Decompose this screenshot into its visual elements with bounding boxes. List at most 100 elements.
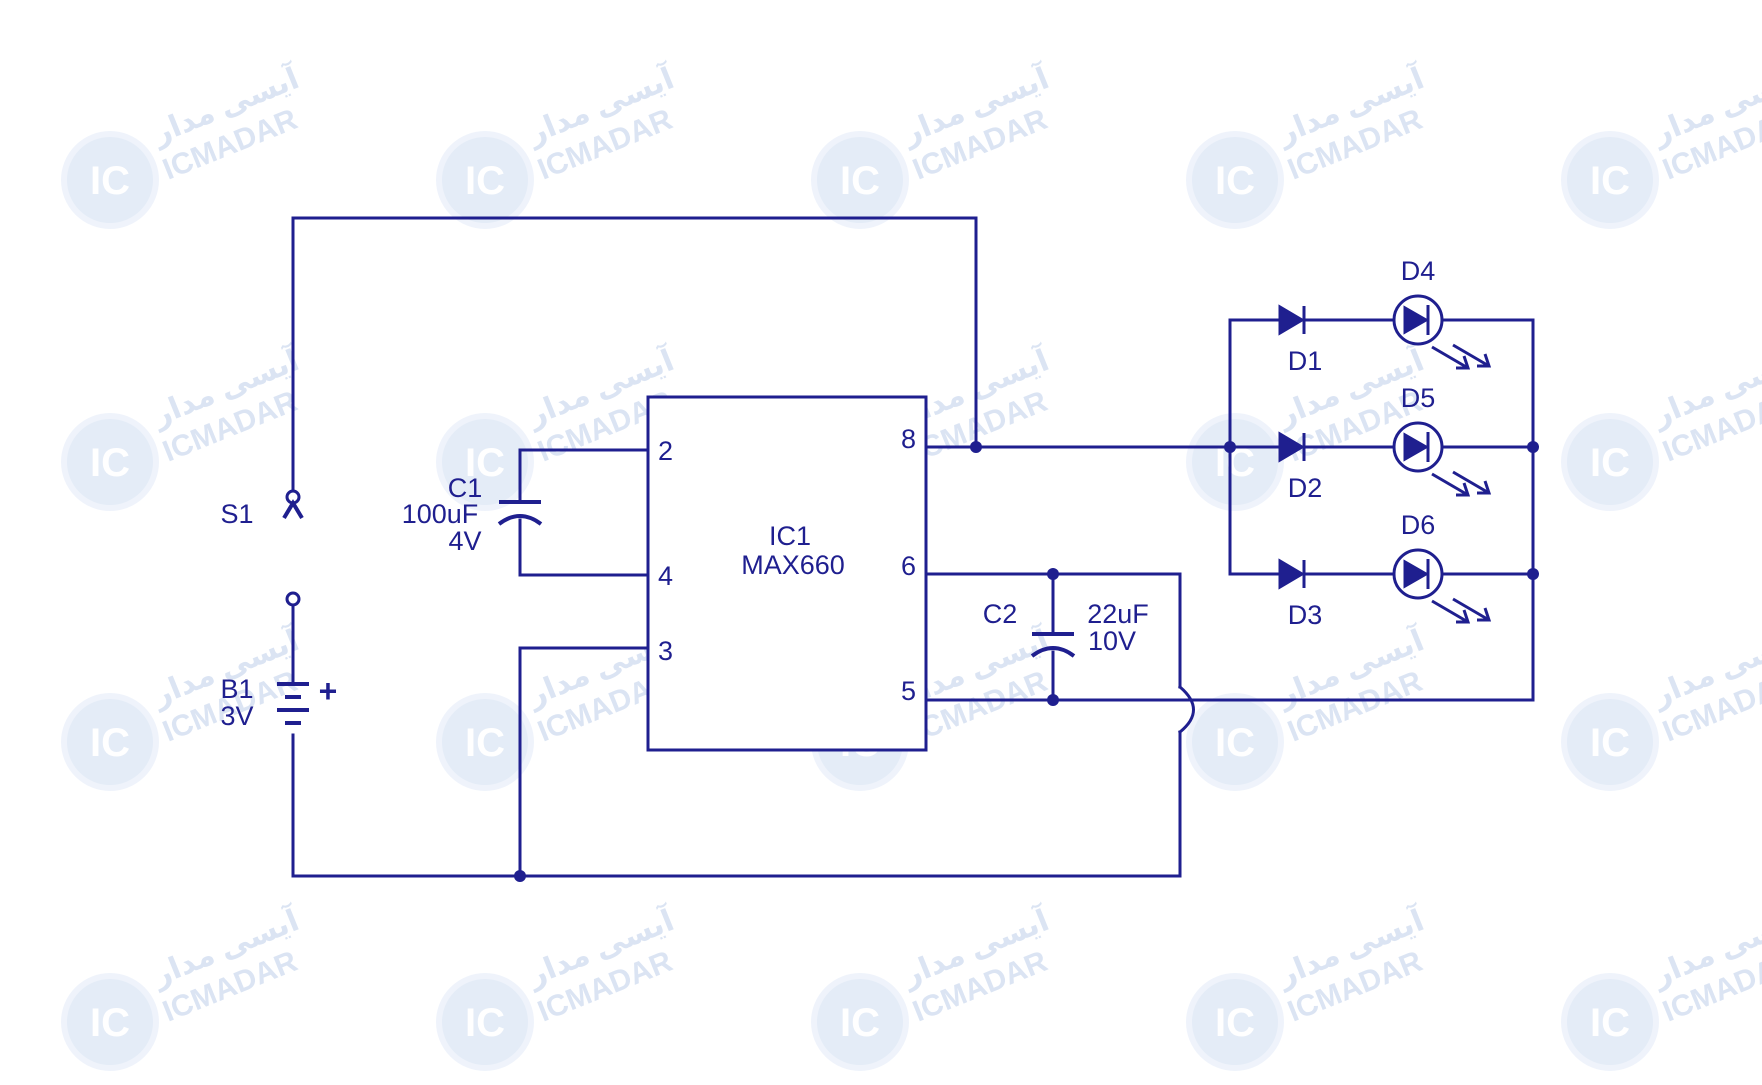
- watermark-logo-text: IC: [90, 721, 130, 765]
- pin-2-label: 2: [658, 436, 673, 466]
- junction-dot: [1047, 568, 1059, 580]
- wire-ground-bus: [291, 730, 1182, 878]
- watermark-logo-text: IC: [465, 159, 505, 203]
- watermark-logo-icon: [61, 131, 159, 229]
- c1-value: 100uF: [402, 499, 479, 529]
- c1-ref: C1: [448, 473, 483, 503]
- watermark-logo-text: IC: [1590, 1001, 1630, 1045]
- junctions: [514, 441, 1539, 882]
- watermark-logo-icon: [61, 693, 159, 791]
- watermark-logo-text: IC: [90, 441, 130, 485]
- d3-ref: D3: [1288, 600, 1323, 630]
- junction-dot: [1047, 694, 1059, 706]
- diode-d3: [1278, 558, 1306, 590]
- wire-crossover-hop: [1177, 684, 1195, 735]
- c2-voltage: 10V: [1088, 626, 1136, 656]
- watermark-logo-icon: [436, 413, 534, 511]
- d4-ref: D4: [1401, 256, 1436, 286]
- wire-pin2-c1: [518, 448, 650, 504]
- junction-dot: [1527, 441, 1539, 453]
- led-d6: [1392, 548, 1492, 624]
- led-d4: [1392, 294, 1492, 370]
- watermark-logo-text: IC: [90, 159, 130, 203]
- pin-8-label: 8: [901, 424, 916, 454]
- s1-ref: S1: [220, 499, 253, 529]
- watermark-logo-text: IC: [840, 159, 880, 203]
- watermark-logo-icon: [436, 693, 534, 791]
- pin-5-label: 5: [901, 676, 916, 706]
- watermark-logo-text: IC: [1590, 441, 1630, 485]
- watermark-logo-icon: [61, 973, 159, 1071]
- watermark-logo-icon: [1561, 693, 1659, 791]
- watermark-logo-icon: [1186, 413, 1284, 511]
- wire-pin6-to-crossover: [924, 572, 1182, 689]
- diode-d1: [1278, 304, 1306, 336]
- watermark-logo-text: IC: [1215, 721, 1255, 765]
- watermark-logo-text: IC: [1215, 159, 1255, 203]
- watermark-logo-icon: [1186, 131, 1284, 229]
- watermark-logo-text: IC: [1590, 721, 1630, 765]
- watermark-logo-icon: [811, 131, 909, 229]
- junction-dot: [970, 441, 982, 453]
- watermark-logo-icon: [436, 131, 534, 229]
- junction-dot: [1224, 441, 1236, 453]
- c1-voltage: 4V: [448, 526, 481, 556]
- watermark-logo-text: IC: [465, 1001, 505, 1045]
- s1-switch: [282, 489, 304, 607]
- watermark-logo-icon: [61, 413, 159, 511]
- watermark-logo-text: IC: [465, 721, 505, 765]
- c2-capacitor: [1030, 632, 1076, 658]
- d1-ref: D1: [1288, 346, 1323, 376]
- watermark-logo-text: IC: [1215, 1001, 1255, 1045]
- c2-value: 22uF: [1087, 599, 1149, 629]
- pin-4-label: 4: [658, 561, 673, 591]
- watermark-logo-text: IC: [840, 1001, 880, 1045]
- watermark-logo-icon: [1561, 413, 1659, 511]
- c1-capacitor: [497, 500, 543, 526]
- watermark-logo-text: IC: [1590, 159, 1630, 203]
- c2-ref: C2: [983, 599, 1018, 629]
- watermark-logo-text: IC: [90, 1001, 130, 1045]
- d5-ref: D5: [1401, 383, 1436, 413]
- junction-dot: [1527, 568, 1539, 580]
- b1-plus: +: [319, 673, 338, 709]
- watermark-logo-icon: [1561, 131, 1659, 229]
- watermark-logo-text: IC: [465, 441, 505, 485]
- led-d5: [1392, 421, 1492, 497]
- junction-dot: [514, 870, 526, 882]
- d2-ref: D2: [1288, 473, 1323, 503]
- diode-d2: [1278, 431, 1306, 463]
- wire-pin4-c1: [518, 518, 650, 577]
- watermark-logo-icon: [1561, 973, 1659, 1071]
- b1-ref: B1: [220, 674, 253, 704]
- watermark-logo-icon: [811, 973, 909, 1071]
- wire-top-loop: [291, 216, 978, 492]
- pin-3-label: 3: [658, 636, 673, 666]
- ic1-body: [646, 395, 928, 752]
- pin-6-label: 6: [901, 551, 916, 581]
- watermark-logo-icon: [436, 973, 534, 1071]
- wire-pin3-ground: [518, 646, 650, 878]
- ic1-ref: IC1: [769, 521, 811, 551]
- d6-ref: D6: [1401, 510, 1436, 540]
- b1-voltage: 3V: [220, 701, 253, 731]
- watermark-logo-icon: [1186, 973, 1284, 1071]
